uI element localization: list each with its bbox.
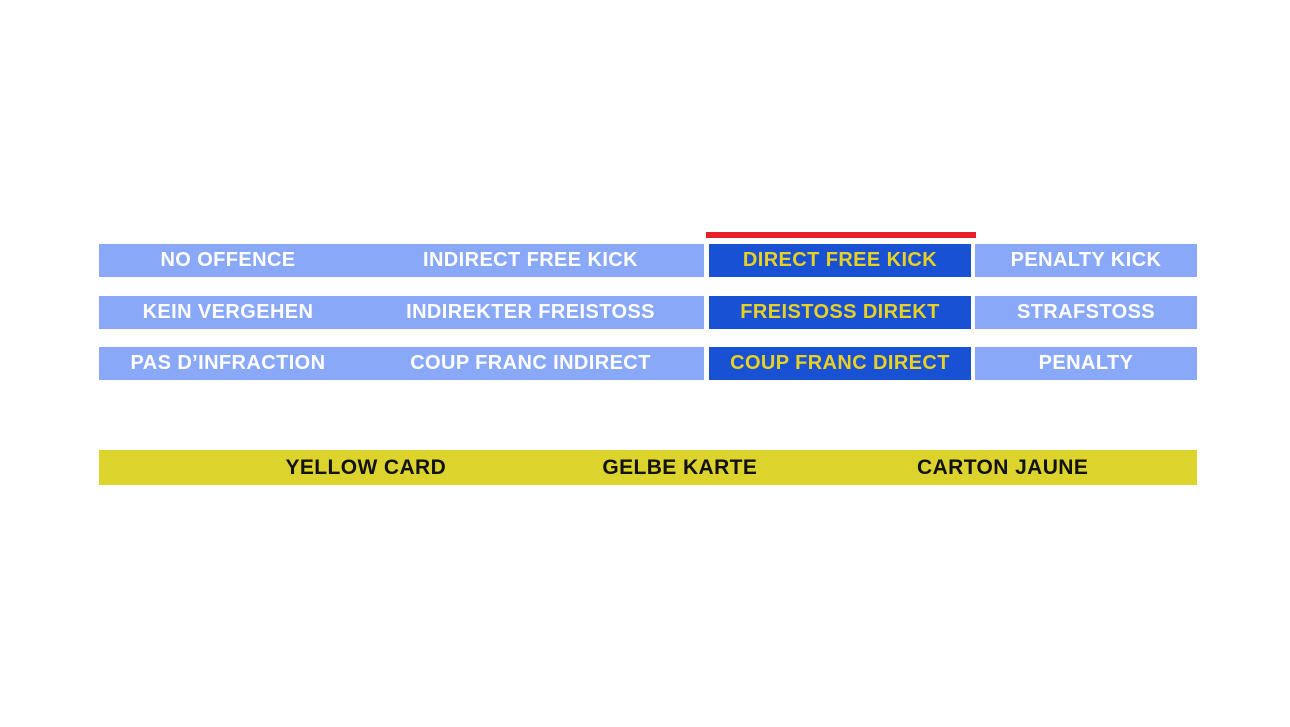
yellow-card-bar[interactable]: YELLOW CARD GELBE KARTE CARTON JAUNE	[99, 450, 1197, 485]
option-kein-vergehen[interactable]: KEIN VERGEHEN	[99, 296, 357, 329]
option-penalty-kick[interactable]: PENALTY KICK	[975, 244, 1197, 277]
decision-row-german: KEIN VERGEHEN INDIREKTER FREISTOSS FREIS…	[0, 296, 1290, 329]
option-penalty[interactable]: PENALTY	[975, 347, 1197, 380]
decision-row-french: PAS D’INFRACTION COUP FRANC INDIRECT COU…	[0, 347, 1290, 380]
option-pas-d-infraction[interactable]: PAS D’INFRACTION	[99, 347, 357, 380]
selected-column-indicator-bar	[706, 232, 976, 238]
option-coup-franc-indirect[interactable]: COUP FRANC INDIRECT	[357, 347, 704, 380]
yellow-card-label-french: CARTON JAUNE	[917, 455, 1089, 479]
yellow-card-label-english: YELLOW CARD	[285, 455, 447, 479]
decision-row-english: NO OFFENCE INDIRECT FREE KICK DIRECT FRE…	[0, 244, 1290, 277]
option-no-offence[interactable]: NO OFFENCE	[99, 244, 357, 277]
yellow-card-label-german: GELBE KARTE	[602, 455, 758, 479]
option-indirect-free-kick[interactable]: INDIRECT FREE KICK	[357, 244, 704, 277]
option-strafstoss[interactable]: STRAFSTOSS	[975, 296, 1197, 329]
option-direct-free-kick-selected[interactable]: DIRECT FREE KICK	[709, 244, 971, 277]
option-freistoss-direkt-selected[interactable]: FREISTOSS DIREKT	[709, 296, 971, 329]
option-indirekter-freistoss[interactable]: INDIREKTER FREISTOSS	[357, 296, 704, 329]
option-coup-franc-direct-selected[interactable]: COUP FRANC DIRECT	[709, 347, 971, 380]
